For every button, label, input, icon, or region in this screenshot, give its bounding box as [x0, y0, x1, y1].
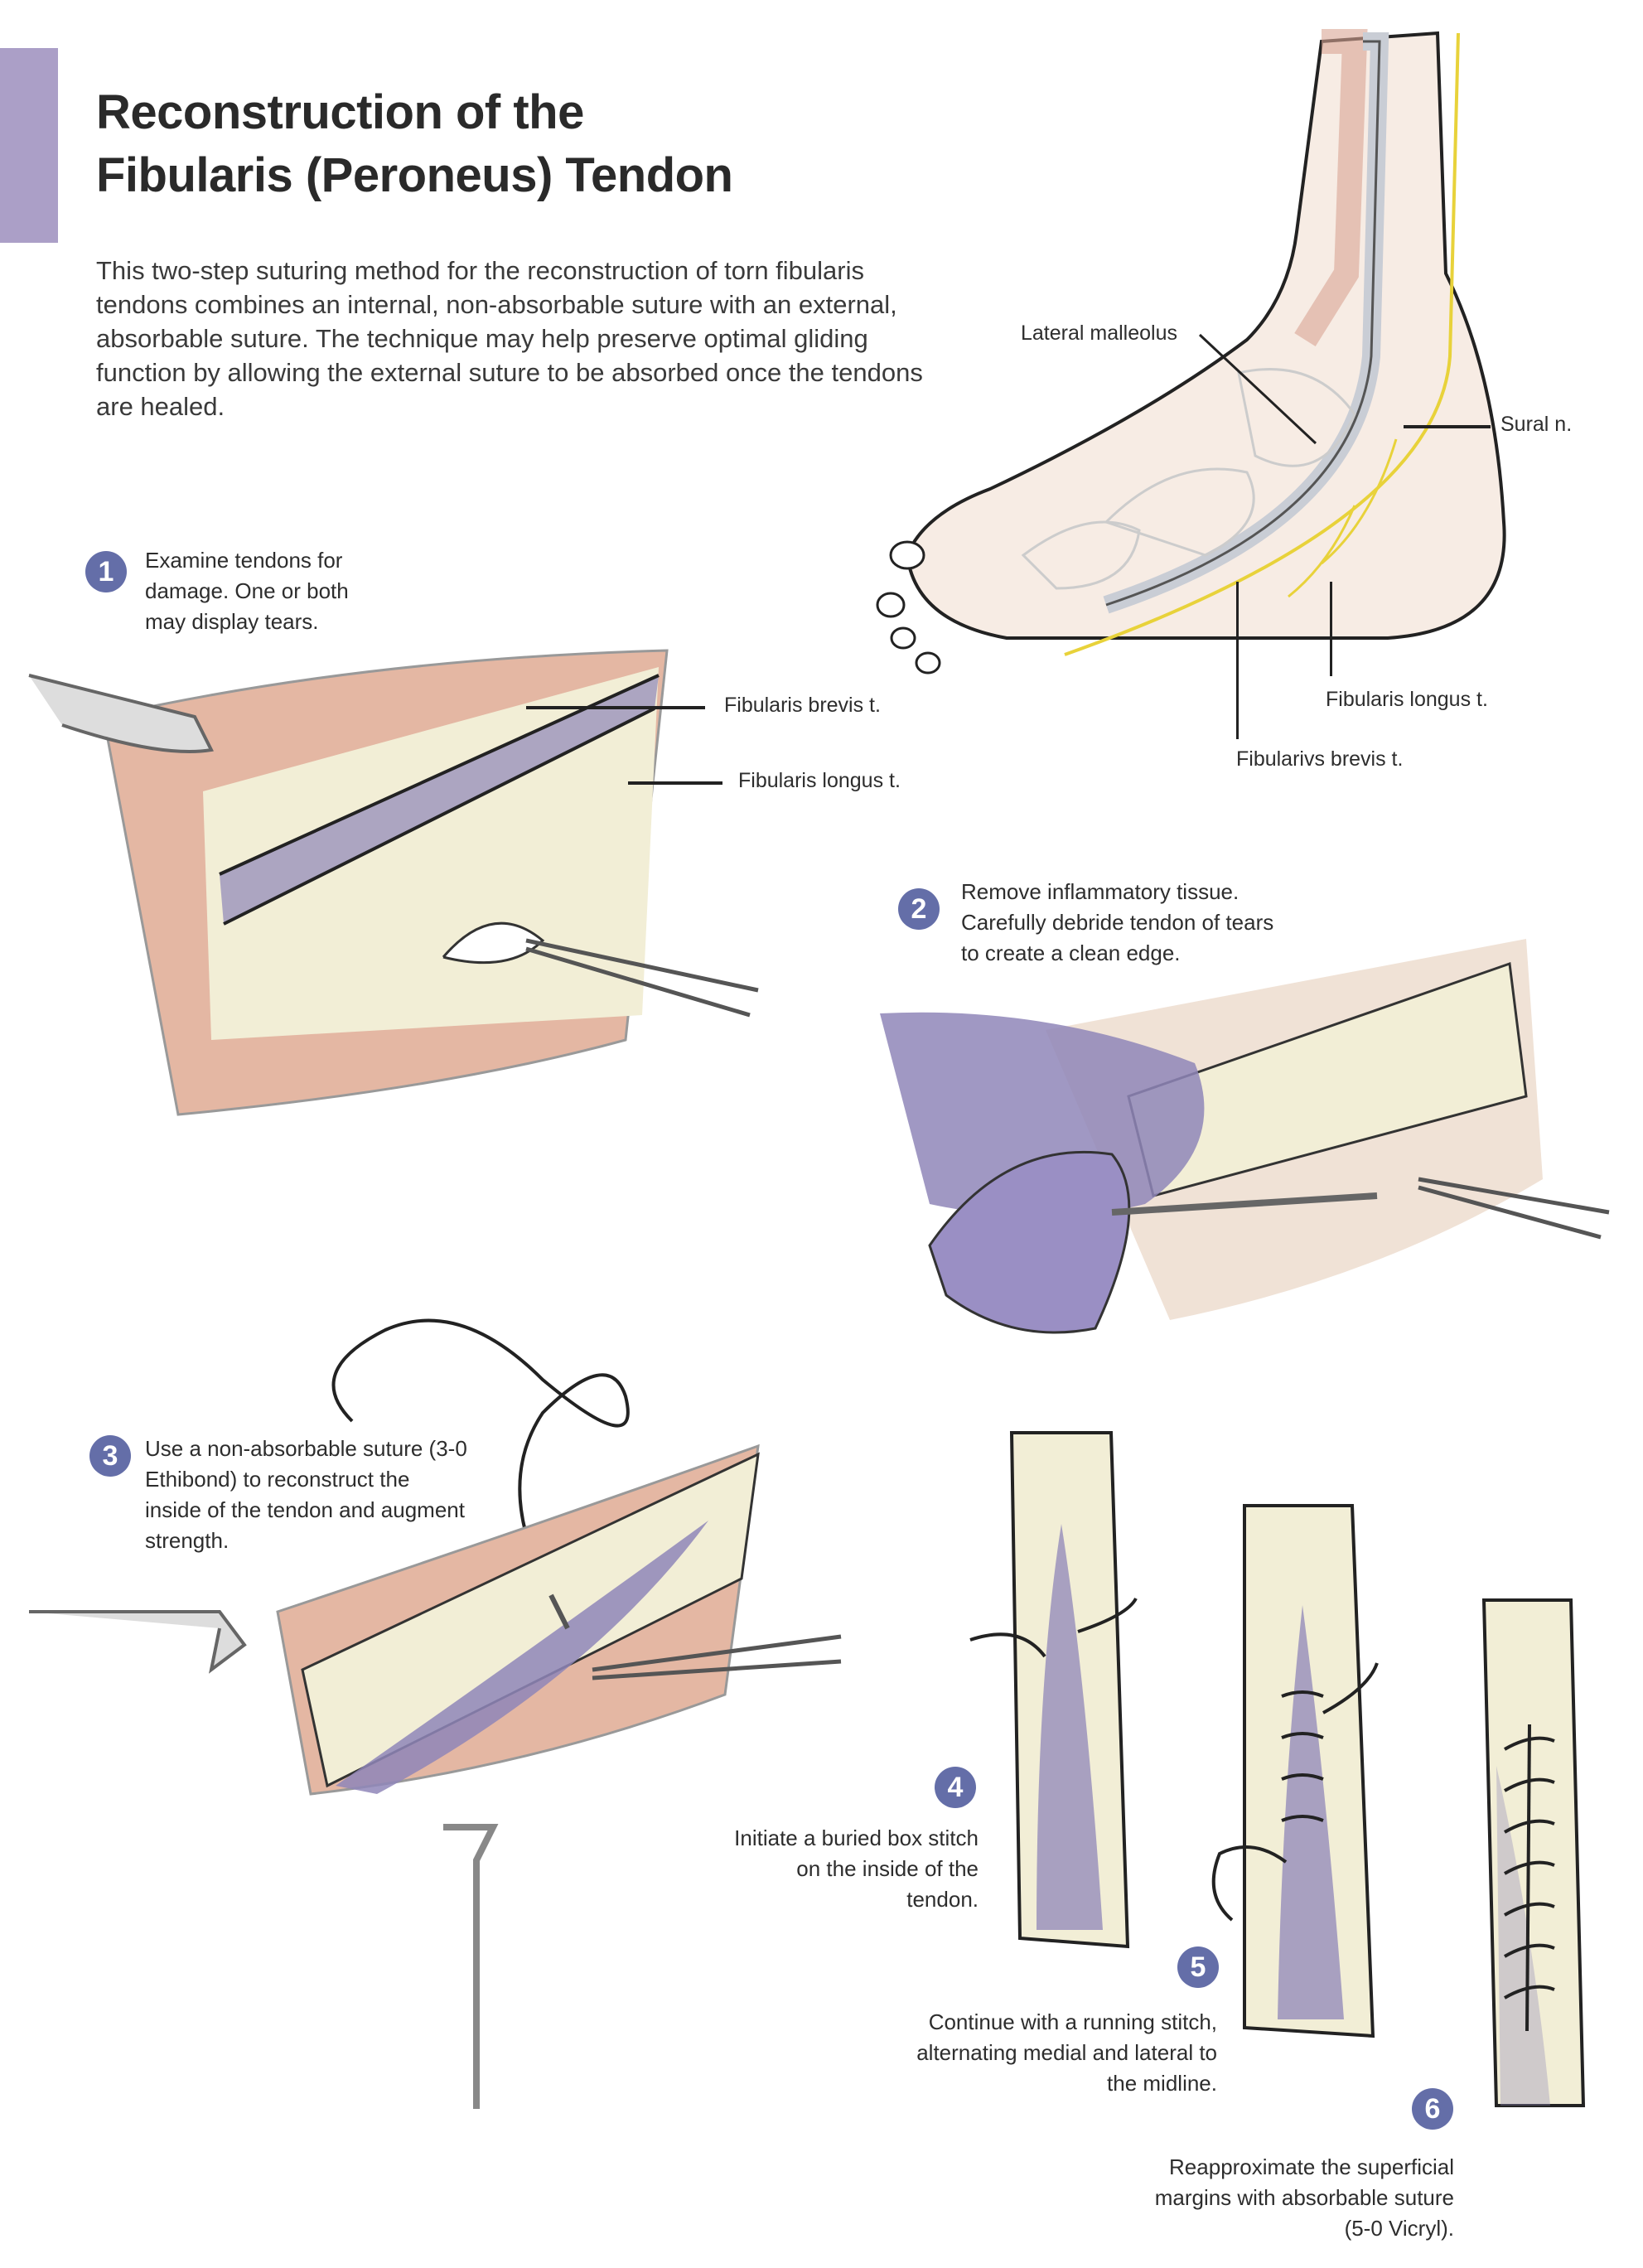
step-1-text: Examine tendons for damage. One or both … — [145, 548, 349, 634]
step-4-badge: 4 — [935, 1767, 976, 1808]
step-5-tendon-illustration — [1211, 1504, 1379, 2038]
label-fibularis-longus: Fibularis longus t. — [738, 769, 901, 792]
step-1-surgical-illustration — [28, 649, 759, 1116]
step-2-text: Remove inflammatory tissue. Carefully de… — [961, 879, 1274, 965]
step-3-suture-illustration — [29, 1318, 842, 2109]
leader-lateral-malleolus — [1198, 333, 1317, 445]
step-4-text: Initiate a buried box stitch on the insi… — [734, 1826, 979, 1912]
step-5-badge: 5 — [1177, 1946, 1219, 1988]
step-1-badge: 1 — [85, 551, 127, 592]
step-3-text: Use a non-absorbable suture (3-0 Ethibon… — [145, 1436, 467, 1553]
label-foot-fibularis-brevis: Fibularivs brevis t. — [1236, 747, 1404, 771]
step-2-debridement-illustration — [880, 939, 1610, 1334]
title-line-2: Fibularis (Peroneus) Tendon — [96, 148, 733, 202]
accent-bar — [0, 48, 58, 243]
leader-fibularis-longus — [628, 781, 722, 785]
page-title: Reconstruction of the Fibularis (Peroneu… — [96, 81, 733, 207]
leader-fibularis-brevis — [526, 706, 705, 709]
label-sural-nerve: Sural n. — [1500, 413, 1573, 436]
intro-paragraph: This two-step suturing method for the re… — [96, 256, 923, 421]
step-2-badge: 2 — [898, 888, 940, 930]
step-6-badge: 6 — [1412, 2088, 1453, 2130]
title-line-1: Reconstruction of the — [96, 85, 584, 139]
step-6-tendon-illustration — [1481, 1598, 1586, 2107]
label-foot-fibularis-longus: Fibularis longus t. — [1326, 688, 1488, 711]
leader-foot-fibularis-longus — [1330, 582, 1332, 676]
step-4-tendon-illustration — [969, 1431, 1138, 1949]
step-6-text: Reapproximate the superficial margins wi… — [1154, 2154, 1454, 2241]
leader-foot-fibularis-brevis — [1236, 582, 1239, 739]
step-5-text: Continue with a running stitch, alternat… — [916, 2009, 1217, 2096]
label-fibularis-brevis: Fibularis brevis t. — [724, 694, 881, 717]
label-lateral-malleolus: Lateral malleolus — [1021, 322, 1177, 345]
foot-anatomy-illustration — [876, 29, 1506, 675]
leader-sural-nerve — [1404, 425, 1491, 428]
step-3-badge: 3 — [89, 1435, 131, 1477]
